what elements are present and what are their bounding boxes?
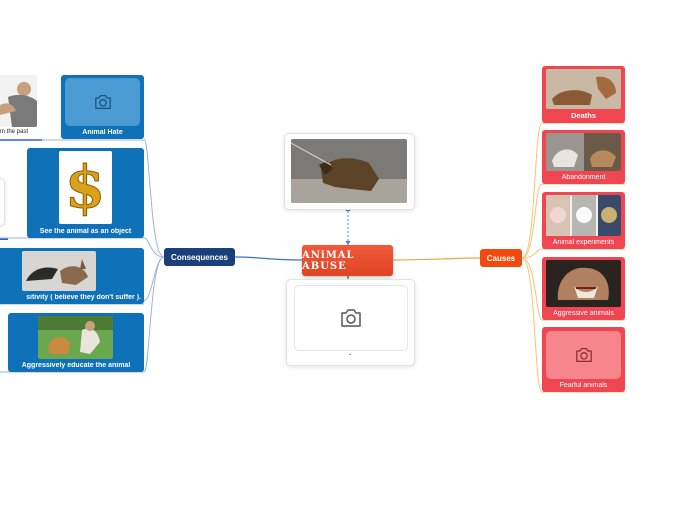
person-photo: [0, 75, 37, 127]
image-placeholder[interactable]: [546, 331, 621, 379]
consequence-label: Aggressively educate the animal: [21, 362, 131, 369]
branch-causes[interactable]: Causes: [480, 249, 522, 267]
consequence-insensitivity[interactable]: sitivity ( believe they don't suffer ).: [0, 248, 144, 304]
cause-fearful-animals[interactable]: Fearful animals: [542, 327, 625, 392]
branch-causes-label: Causes: [486, 253, 516, 263]
rabbit-photo: [22, 251, 96, 291]
dollar-photo: $: [59, 151, 112, 224]
central-topic-label: ANiMAL ABUSE: [302, 249, 355, 272]
branch-consequences-label: Consequences: [171, 252, 228, 262]
clipped-card: [0, 178, 5, 226]
image-placeholder[interactable]: [294, 285, 408, 351]
deaths-photo: [546, 69, 621, 109]
consequence-aggressive-education[interactable]: Aggressively educate the animal: [8, 313, 144, 372]
camera-icon: [575, 348, 592, 362]
cause-animal-experiments[interactable]: Animal experiments: [542, 192, 625, 249]
consequence-label: Animal Hate: [82, 129, 123, 136]
consequence-label: sitivity ( believe they don't suffer ).: [26, 294, 141, 301]
svg-text:$: $: [65, 153, 105, 221]
consequence-see-as-object[interactable]: $ See the animal as an object: [27, 148, 144, 238]
cause-deaths[interactable]: Deaths: [542, 66, 625, 123]
abandonment-photo: [546, 133, 621, 171]
aggressive-dog-photo: [546, 260, 621, 307]
clipped-caption: m the past: [0, 129, 29, 135]
dog-photo: [291, 139, 407, 203]
dog-training-photo: [38, 316, 113, 359]
cause-label: Deaths: [570, 111, 596, 120]
cause-label: Abandonment: [561, 174, 606, 181]
cause-aggressive-animals[interactable]: Aggressive animals: [542, 257, 625, 320]
cause-abandonment[interactable]: Abandonment: [542, 130, 625, 184]
image-placeholder[interactable]: [65, 78, 140, 126]
dollar-sign-icon: $: [59, 151, 112, 224]
center-placeholder-card[interactable]: -: [286, 279, 415, 366]
consequence-animal-hate[interactable]: Animal Hate: [61, 75, 144, 139]
experiments-photo: [546, 195, 621, 236]
central-topic[interactable]: ANiMAL ABUSE: [302, 245, 393, 276]
center-image-card[interactable]: [284, 133, 415, 210]
camera-icon: [94, 95, 111, 109]
branch-consequences[interactable]: Consequences: [164, 248, 235, 266]
cause-label: Aggressive animals: [553, 310, 614, 317]
cause-label: Animal experiments: [552, 239, 615, 246]
placeholder-caption: -: [349, 352, 352, 359]
camera-icon: [341, 309, 361, 327]
consequence-label: See the animal as an object: [39, 228, 132, 235]
cause-label: Fearful animals: [559, 382, 608, 389]
